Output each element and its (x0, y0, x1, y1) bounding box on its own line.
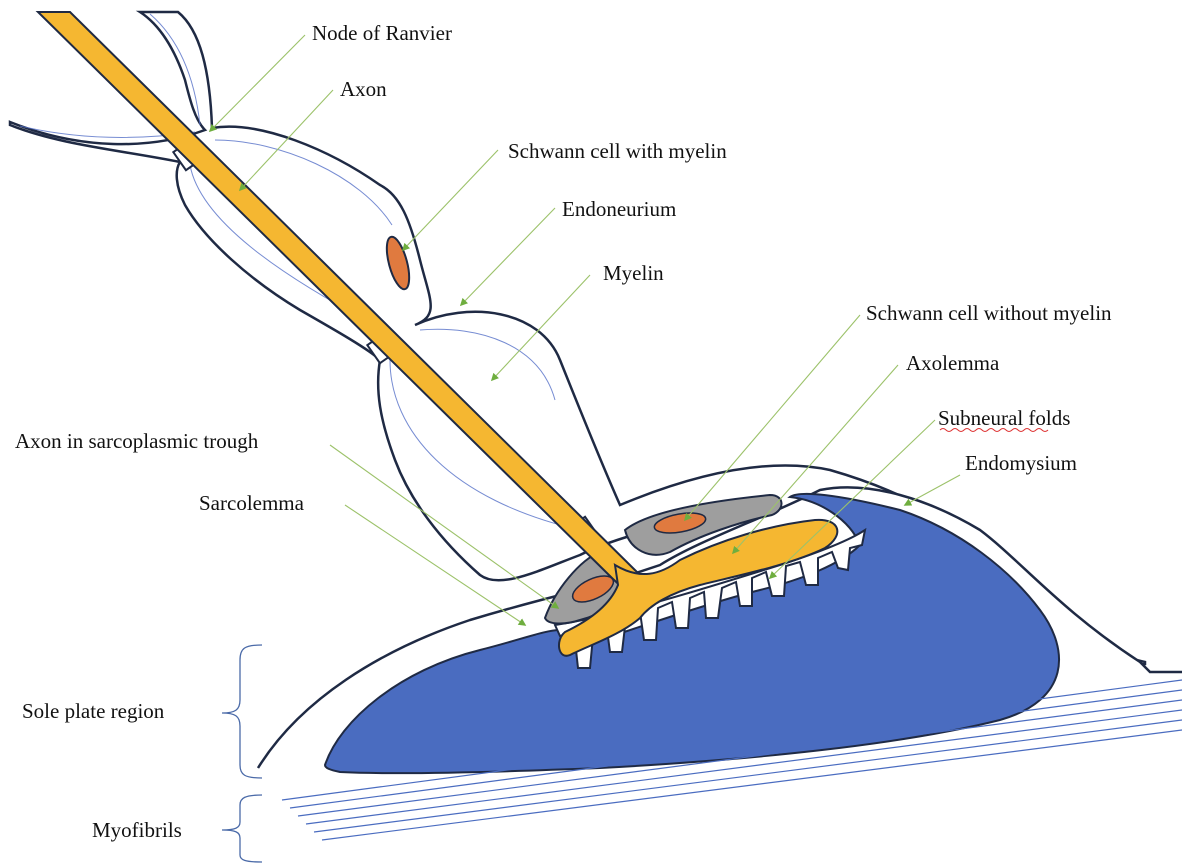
label-schwann-without-myelin: Schwann cell without myelin (866, 301, 1112, 325)
label-myofibrils: Myofibrils (92, 818, 182, 842)
myofibrils-brace-icon (222, 795, 262, 862)
label-endoneurium: Endoneurium (562, 197, 676, 221)
label-myelin: Myelin (603, 261, 664, 285)
braces (222, 645, 262, 862)
label-subneural-folds: Subneural folds (938, 406, 1070, 430)
label-sole-plate-region: Sole plate region (22, 699, 165, 723)
label-sarcolemma: Sarcolemma (199, 491, 305, 515)
label-endomysium: Endomysium (965, 451, 1077, 475)
leader-schwann-with-myelin (403, 150, 498, 250)
label-axon-in-trough: Axon in sarcoplasmic trough (15, 429, 259, 453)
leader-endomysium (905, 475, 960, 505)
leader-endoneurium (461, 208, 555, 305)
leader-node-of-ranvier (210, 35, 305, 131)
label-schwann-with-myelin: Schwann cell with myelin (508, 139, 727, 163)
label-axolemma: Axolemma (906, 351, 1000, 375)
label-node-of-ranvier: Node of Ranvier (312, 21, 452, 45)
label-axon: Axon (340, 77, 387, 101)
sole-plate-brace-icon (222, 645, 262, 778)
